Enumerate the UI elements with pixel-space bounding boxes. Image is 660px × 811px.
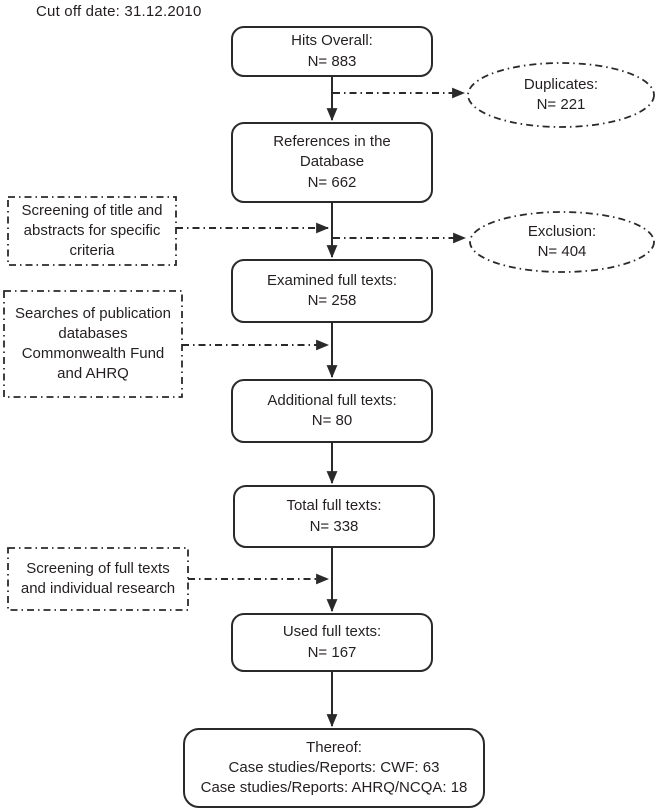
screening-full-outline [7,547,189,611]
dashdot-connectors [176,87,467,585]
node-references-in-database: References in the Database N= 662 [231,122,433,203]
label-exclusion: Exclusion: N= 404 [527,222,597,260]
screening-titles-outline [7,196,177,266]
node-total-full-texts: Total full texts: N= 338 [233,485,435,548]
node-additional-full-texts: Additional full texts: N= 80 [231,379,433,443]
exclusion-ellipses [467,62,655,273]
node-hits-overall: Hits Overall: N= 883 [231,26,433,77]
label-duplicates: Duplicates: N= 221 [523,75,599,113]
note-searches-publication-databases: Searches of publication databases Common… [15,304,171,383]
node-used-full-texts: Used full texts: N= 167 [231,613,433,672]
note-screening-full-texts: Screening of full texts and individual r… [20,559,176,597]
node-thereof-results: Thereof: Case studies/Reports: CWF: 63 C… [183,728,485,808]
cutoff-date-label: Cut off date: 31.12.2010 [36,3,202,20]
side-note-outlines [3,196,189,611]
note-screening-titles-abstracts: Screening of title and abstracts for spe… [21,201,163,260]
exclusion-ellipse [469,211,655,273]
searches-outline [3,290,183,398]
node-examined-full-texts: Examined full texts: N= 258 [231,259,433,323]
duplicates-ellipse [467,62,655,128]
